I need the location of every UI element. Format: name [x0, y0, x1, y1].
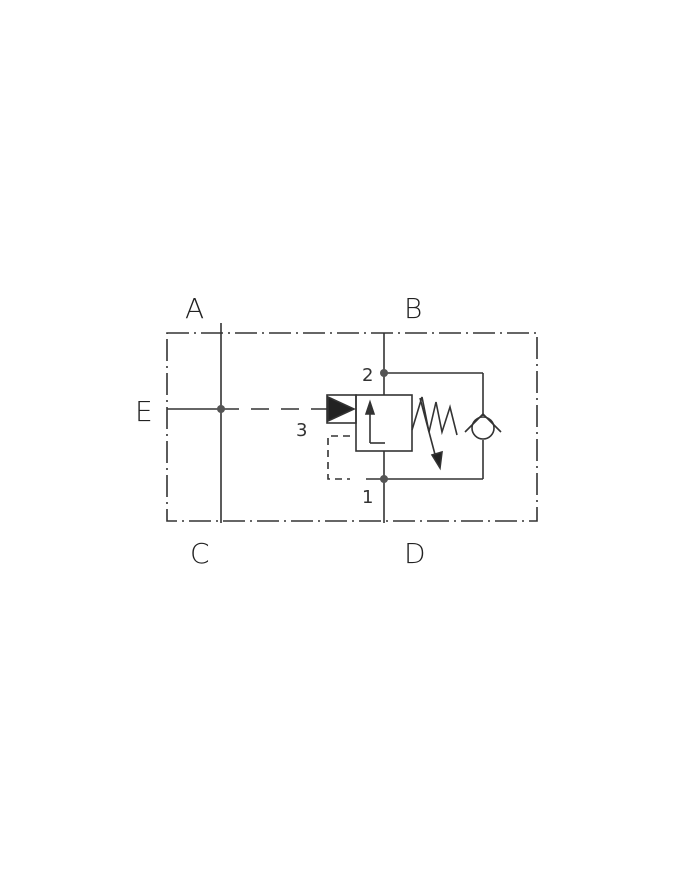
flow-arrow-icon — [364, 399, 376, 415]
check-valve-seat — [464, 412, 502, 433]
adjust-arrow-icon — [430, 450, 443, 471]
port-label-e: E — [135, 395, 153, 428]
check-valve-ball — [471, 416, 495, 440]
port-label-a: A — [185, 292, 204, 325]
drain-line — [327, 435, 350, 480]
junction-dot — [217, 405, 225, 413]
valve-port-1: 1 — [362, 487, 373, 508]
pilot-triangle-icon — [327, 395, 356, 423]
junction-dot — [380, 369, 388, 377]
valve-port-2: 2 — [362, 365, 373, 386]
port-label-b: B — [404, 292, 422, 325]
valve-port-3: 3 — [296, 420, 307, 441]
spring-icon — [411, 396, 458, 436]
port-label-d: D — [404, 537, 426, 570]
manifold-boundary — [166, 332, 538, 522]
junction-dot — [380, 475, 388, 483]
port-label-c: C — [190, 537, 210, 570]
